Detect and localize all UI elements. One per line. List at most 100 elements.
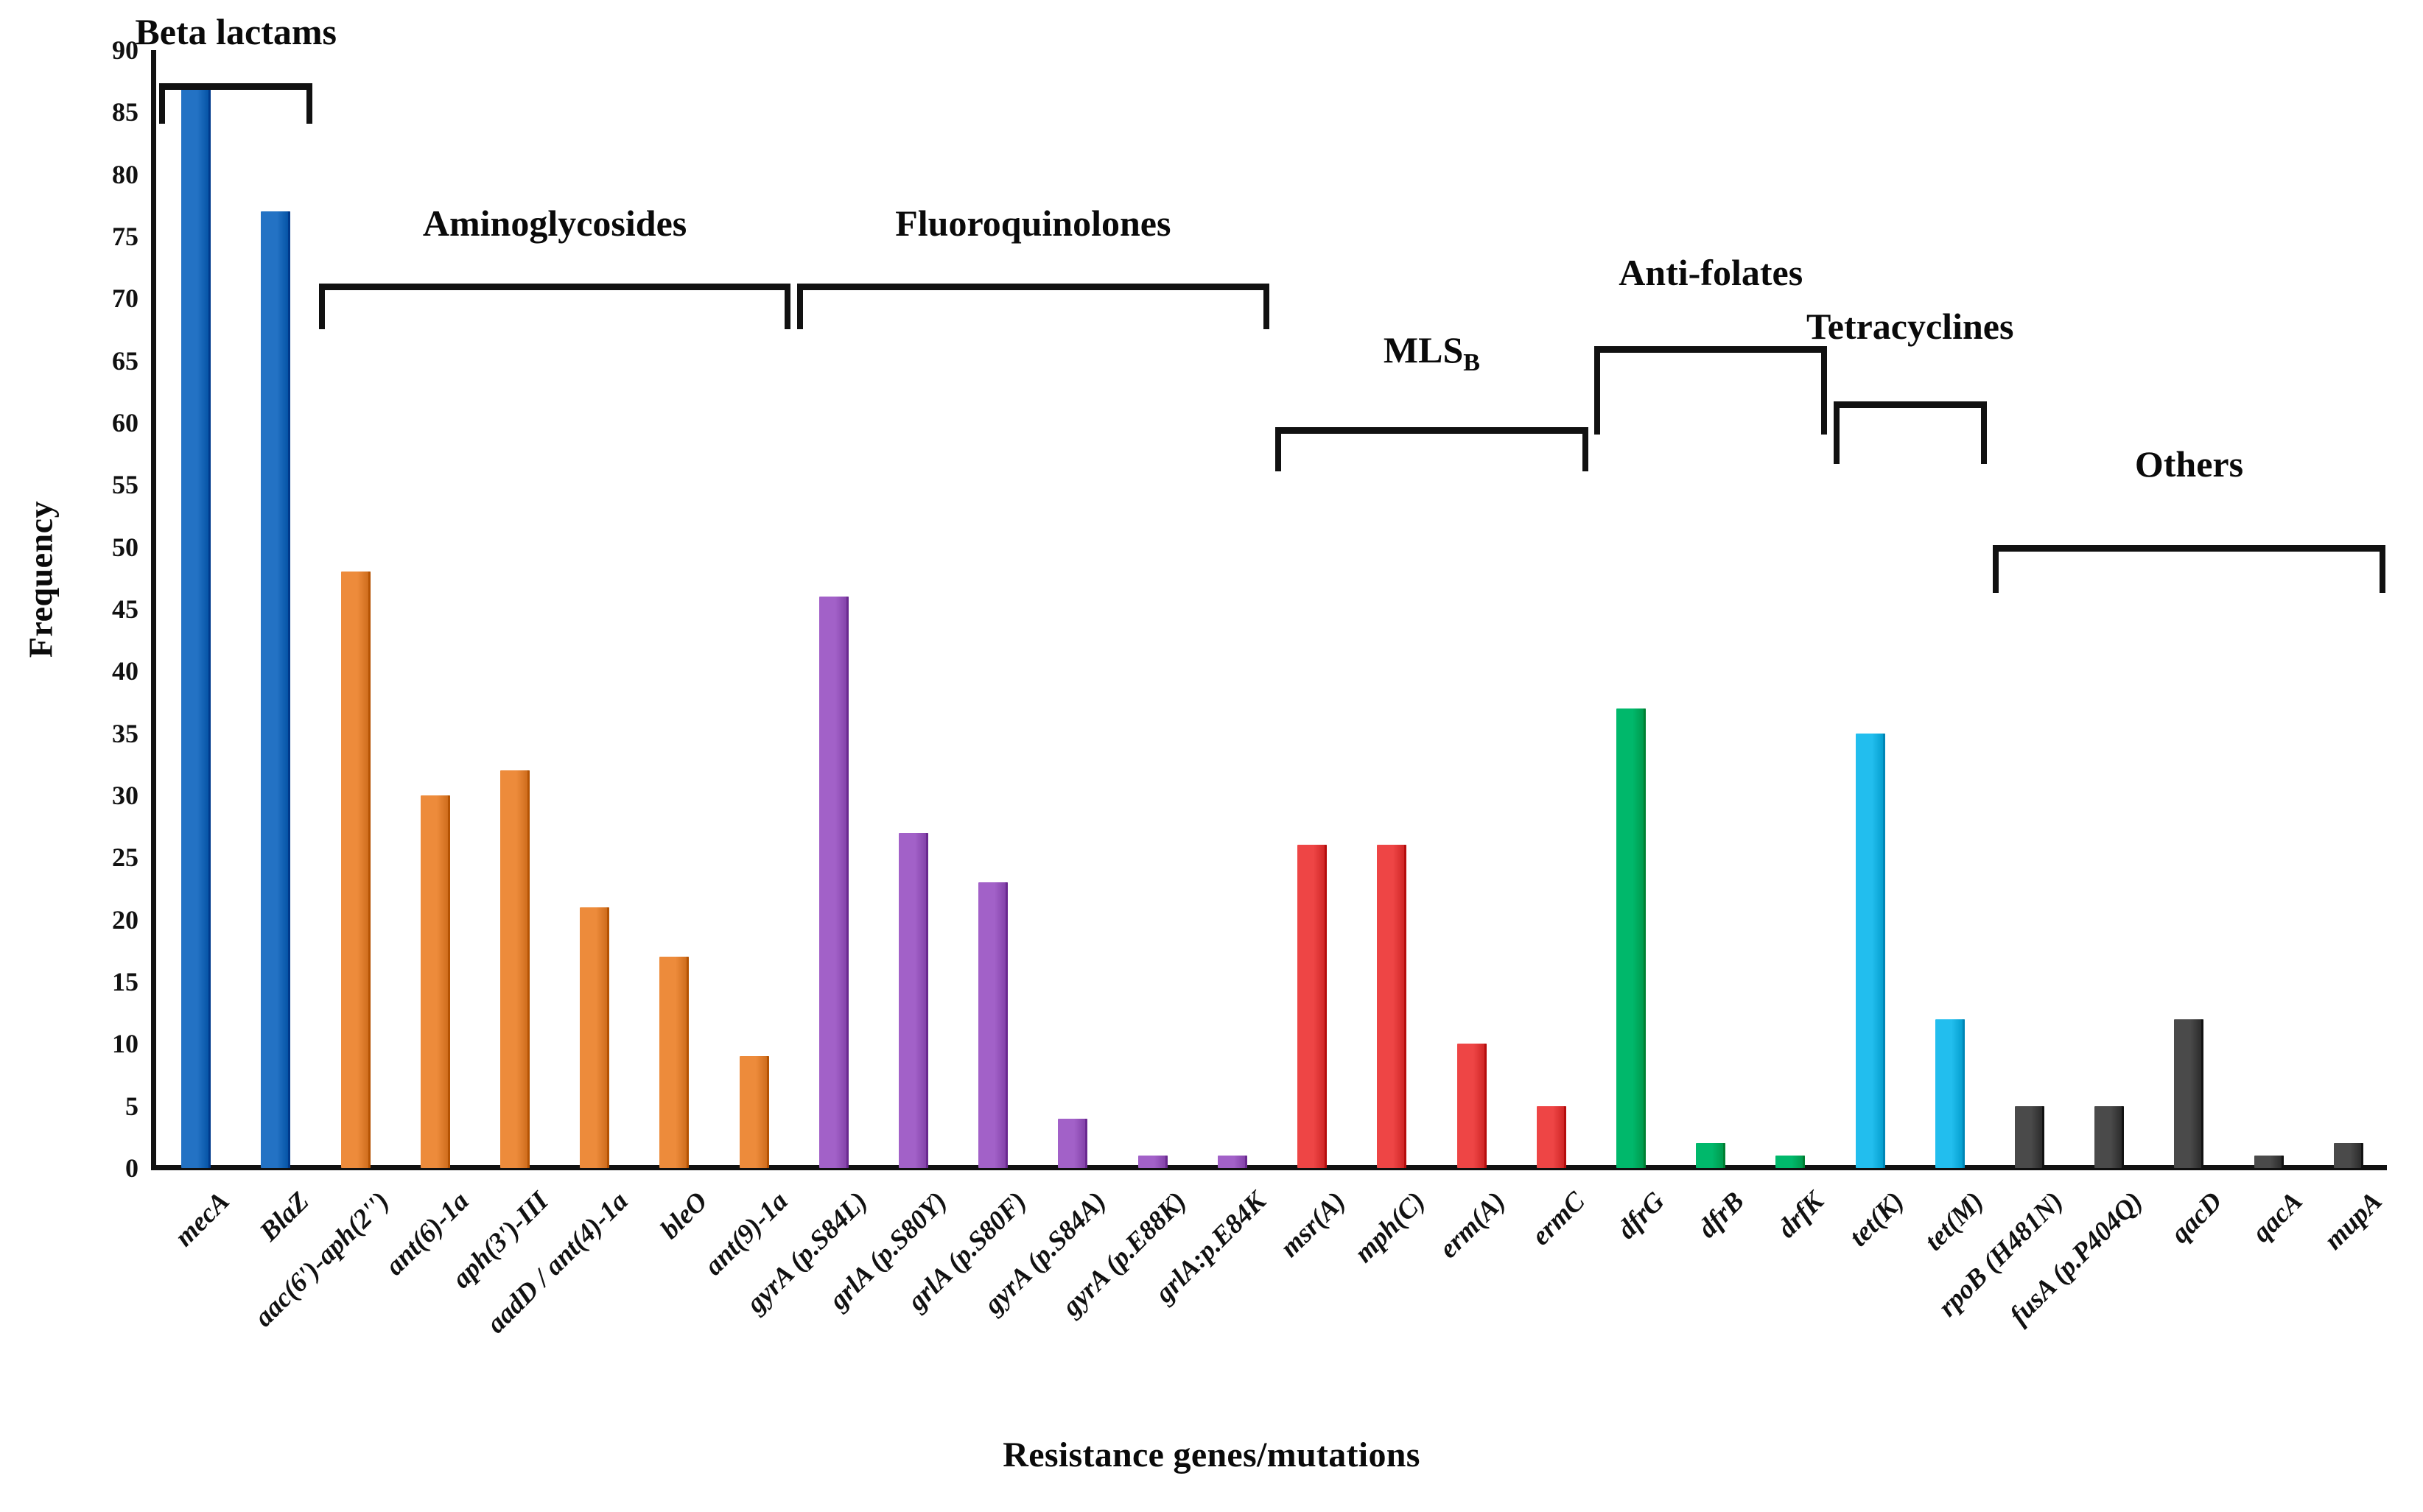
x-axis-tick-label: drfK xyxy=(1772,1186,1830,1245)
bar xyxy=(2094,1105,2125,1168)
y-axis-tick-label: 50 xyxy=(112,532,138,562)
bar xyxy=(1935,1019,1965,1168)
group-label: Fluoroquinolones xyxy=(895,205,1171,242)
group-bracket xyxy=(1833,401,1987,464)
x-axis-tick-label: bleO xyxy=(655,1186,714,1245)
bar xyxy=(899,832,929,1168)
bar xyxy=(1775,1156,1806,1168)
group-bracket xyxy=(1275,427,1588,471)
y-axis-tick-label: 25 xyxy=(112,843,138,873)
y-axis-tick-label: 0 xyxy=(125,1153,138,1183)
group-label: Beta lactams xyxy=(135,13,337,50)
group-label: Tetracyclines xyxy=(1806,308,2013,345)
y-axis-tick-label: 10 xyxy=(112,1029,138,1059)
y-axis-tick-label: 30 xyxy=(112,781,138,810)
bar xyxy=(1058,1118,1088,1168)
y-axis-tick-label: 70 xyxy=(112,284,138,314)
x-axis-tick-label: tet(K) xyxy=(1843,1186,1910,1253)
bar xyxy=(1217,1156,1247,1168)
x-axis-tick-label: mupA xyxy=(2318,1186,2388,1256)
bar xyxy=(1297,845,1328,1168)
x-axis-tick-label-text: tet(M) xyxy=(1918,1186,1990,1257)
x-axis-tick-label-text: aadD / ant(4)-1a xyxy=(480,1186,634,1340)
group-bracket xyxy=(1594,346,1828,435)
bar xyxy=(1456,1044,1487,1168)
x-axis-title: Resistance genes/mutations xyxy=(1003,1435,1420,1474)
x-axis-tick-label: mecA xyxy=(169,1186,236,1253)
bar xyxy=(2174,1019,2204,1168)
y-axis-tick-label: 85 xyxy=(112,97,138,127)
bar xyxy=(1377,845,1407,1168)
bar xyxy=(420,795,450,1168)
group-label: Anti-folates xyxy=(1619,254,1803,291)
x-axis-tick-label-text: qacD xyxy=(2165,1186,2229,1250)
group-label-text: MLS xyxy=(1383,329,1464,370)
y-axis-tick-label: 55 xyxy=(112,470,138,500)
x-axis-tick-label: dfrB xyxy=(1692,1186,1750,1245)
bar xyxy=(1616,708,1646,1168)
bar xyxy=(580,907,610,1168)
y-axis-tick-label: 45 xyxy=(112,594,138,624)
group-bracket xyxy=(318,284,791,329)
x-axis-tick-label: mph(C) xyxy=(1349,1186,1431,1269)
x-axis-tick-label-text: erm(A) xyxy=(1433,1186,1512,1265)
group-label-subscript: B xyxy=(1463,349,1480,376)
x-axis-tick-label-text: drfK xyxy=(1772,1186,1830,1245)
x-axis-tick-label: aadD / ant(4)-1a xyxy=(480,1186,634,1340)
bar xyxy=(2015,1105,2045,1168)
bar xyxy=(1696,1143,1726,1168)
y-axis-tick-label: 20 xyxy=(112,904,138,935)
bar xyxy=(659,957,690,1168)
x-axis-tick-label: ermC xyxy=(1525,1186,1591,1252)
group-label-text: Others xyxy=(2134,443,2244,485)
y-axis-tick-label: 80 xyxy=(112,159,138,189)
group-label-text: Tetracyclines xyxy=(1806,306,2014,347)
y-axis-tick-label: 90 xyxy=(112,35,138,65)
group-label-text: Beta lactams xyxy=(135,11,337,52)
bar xyxy=(261,211,291,1168)
x-axis-tick-label-text: qacA xyxy=(2246,1186,2309,1248)
x-axis-tick-label: qacD xyxy=(2165,1186,2229,1250)
group-label: MLSB xyxy=(1384,331,1480,376)
bar xyxy=(978,882,1009,1168)
x-axis-tick-label: msr(A) xyxy=(1274,1186,1352,1264)
x-axis-tick-label: tet(M) xyxy=(1918,1186,1990,1257)
x-axis-tick-label-text: msr(A) xyxy=(1274,1186,1352,1264)
group-bracket xyxy=(159,83,313,124)
x-axis-tick-label-text: mupA xyxy=(2318,1186,2388,1256)
bar xyxy=(2333,1143,2363,1168)
bar xyxy=(499,770,530,1168)
bar xyxy=(1536,1105,1566,1168)
bar xyxy=(2254,1156,2284,1168)
y-axis-tick-label: 65 xyxy=(112,345,138,376)
group-bracket xyxy=(1993,545,2385,593)
bar xyxy=(1855,733,1885,1168)
x-axis-tick-label-text: tet(K) xyxy=(1843,1186,1910,1253)
plot-area xyxy=(156,50,2388,1168)
x-axis-tick-label: BlaZ xyxy=(254,1186,315,1248)
y-axis-tick-label: 75 xyxy=(112,222,138,251)
bar xyxy=(818,597,849,1168)
y-axis-tick-label: 60 xyxy=(112,408,138,437)
y-axis-tick-label: 15 xyxy=(112,967,138,996)
group-label-text: Anti-folates xyxy=(1619,252,1803,293)
group-label: Aminoglycosides xyxy=(423,205,687,242)
x-axis-tick-label-text: BlaZ xyxy=(254,1186,315,1248)
x-axis-tick-label-text: mph(C) xyxy=(1349,1186,1431,1269)
bar xyxy=(181,87,211,1168)
x-axis-tick-label-text: dfrG xyxy=(1611,1186,1671,1245)
x-axis-tick-label-text: dfrB xyxy=(1692,1186,1750,1245)
x-axis-tick-label-text: mecA xyxy=(169,1186,236,1253)
x-axis-tick-label: dfrG xyxy=(1611,1186,1671,1245)
y-axis-tick-label: 5 xyxy=(125,1091,138,1121)
x-axis-tick-label-text: ermC xyxy=(1525,1186,1591,1252)
x-axis-line xyxy=(151,1165,2387,1170)
x-axis-tick-label: qacA xyxy=(2246,1186,2309,1248)
bar xyxy=(739,1056,769,1168)
y-axis-tick-label: 35 xyxy=(112,718,138,748)
x-axis-tick-label-text: bleO xyxy=(655,1186,714,1245)
group-label-text: Aminoglycosides xyxy=(422,203,687,244)
y-axis-tick-label: 40 xyxy=(112,656,138,686)
